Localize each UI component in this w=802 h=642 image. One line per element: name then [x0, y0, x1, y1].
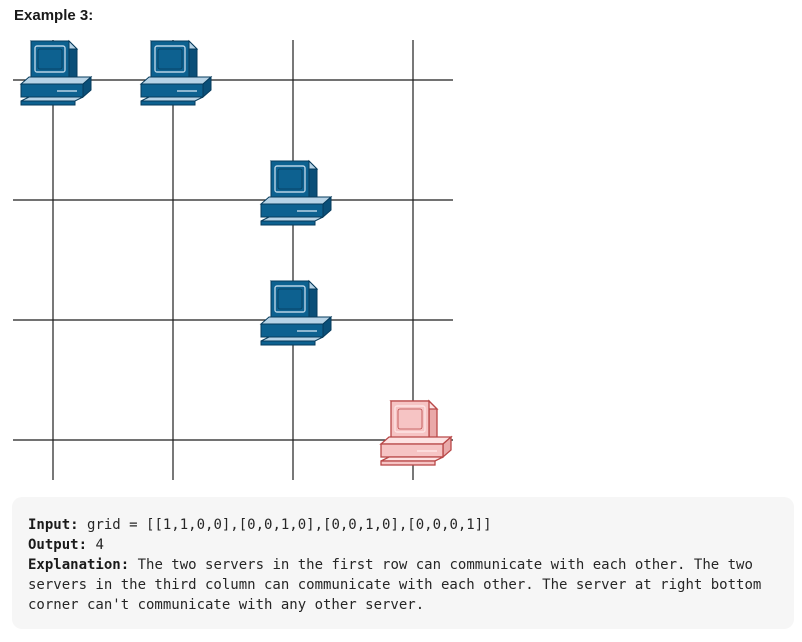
server-icon [139, 39, 213, 106]
server-icon [19, 39, 93, 106]
server-grid-diagram [13, 39, 453, 480]
example-heading: Example 3: [14, 7, 94, 24]
explanation-line: Explanation: The two servers in the firs… [28, 555, 772, 615]
explanation-label: Explanation: [28, 557, 130, 573]
grid-lines [13, 40, 453, 480]
output-line: Output: 4 [28, 535, 794, 555]
input-line: Input: grid = [[1,1,0,0],[0,0,1,0],[0,0,… [28, 515, 794, 535]
server-icon [259, 159, 333, 226]
explanation-text: The two servers in the first row can com… [28, 557, 762, 613]
server-icon [259, 279, 333, 346]
input-label: Input: [28, 517, 79, 533]
input-value: grid = [[1,1,0,0],[0,0,1,0],[0,0,1,0],[0… [87, 517, 492, 533]
output-label: Output: [28, 537, 88, 553]
isolated-server-icon [379, 399, 453, 466]
output-value: 4 [95, 537, 104, 553]
example-box: Input: grid = [[1,1,0,0],[0,0,1,0],[0,0,… [12, 497, 794, 629]
servers-layer [19, 39, 453, 466]
